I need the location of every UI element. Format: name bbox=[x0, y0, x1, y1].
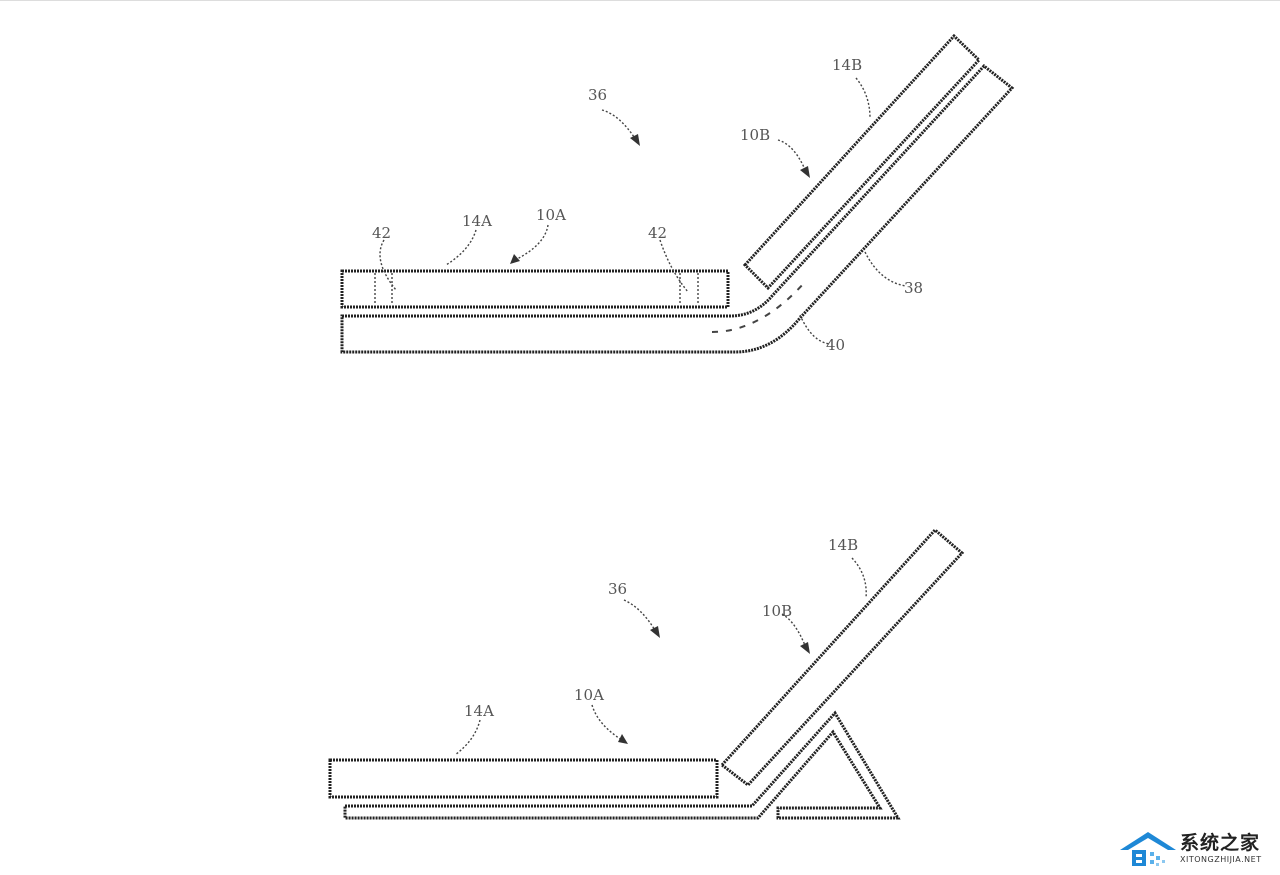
device-10b-body bbox=[719, 527, 965, 788]
leader-42-left bbox=[379, 239, 397, 291]
leader-14b bbox=[851, 557, 867, 599]
label-14a: 14A bbox=[462, 212, 492, 230]
arrow-10b bbox=[800, 166, 810, 178]
label-10a: 10A bbox=[574, 686, 604, 704]
leader-38 bbox=[864, 251, 907, 287]
leader-40 bbox=[799, 314, 831, 345]
arrow-10a bbox=[618, 734, 628, 744]
leader-42-right bbox=[659, 239, 689, 293]
watermark-logo: 系统之家 XITONGZHIJIA.NET bbox=[1118, 826, 1278, 872]
arrow-36 bbox=[650, 626, 660, 638]
label-36: 36 bbox=[588, 86, 607, 104]
label-14b: 14B bbox=[832, 56, 862, 74]
device-10a-body bbox=[340, 269, 730, 309]
figure-bottom: 36 14B 10B 14A 10A bbox=[328, 527, 965, 820]
label-36: 36 bbox=[608, 580, 627, 598]
label-14a: 14A bbox=[464, 702, 494, 720]
label-42-right: 42 bbox=[648, 224, 667, 242]
device-10b-body bbox=[742, 33, 982, 291]
leader-36 bbox=[601, 109, 637, 141]
label-40: 40 bbox=[826, 336, 845, 354]
leader-10a bbox=[514, 224, 549, 261]
stand-base bbox=[343, 710, 901, 820]
leader-14a bbox=[454, 719, 481, 756]
label-42-left: 42 bbox=[372, 224, 391, 242]
leader-14a bbox=[445, 229, 477, 266]
arrow-36 bbox=[630, 134, 640, 146]
arrow-10b bbox=[800, 642, 810, 654]
leader-36 bbox=[623, 599, 657, 633]
label-10b: 10B bbox=[740, 126, 770, 144]
leader-14b bbox=[855, 77, 871, 119]
label-38: 38 bbox=[904, 279, 923, 297]
watermark-url: XITONGZHIJIA.NET bbox=[1180, 855, 1262, 864]
label-14b: 14B bbox=[828, 536, 858, 554]
leader-10b bbox=[777, 139, 807, 173]
cover-38-strip bbox=[340, 63, 1015, 354]
top-border bbox=[0, 0, 1280, 1]
house-logo-icon bbox=[1120, 832, 1176, 866]
leader-10a bbox=[591, 704, 623, 741]
figure-top: 36 14B 10B 42 14A 10A 42 38 40 bbox=[340, 33, 1015, 354]
device-10a-body bbox=[328, 758, 719, 799]
label-10b: 10B bbox=[762, 602, 792, 620]
watermark-title: 系统之家 bbox=[1180, 832, 1261, 854]
arrow-10a bbox=[510, 254, 520, 264]
label-10a: 10A bbox=[536, 206, 566, 224]
